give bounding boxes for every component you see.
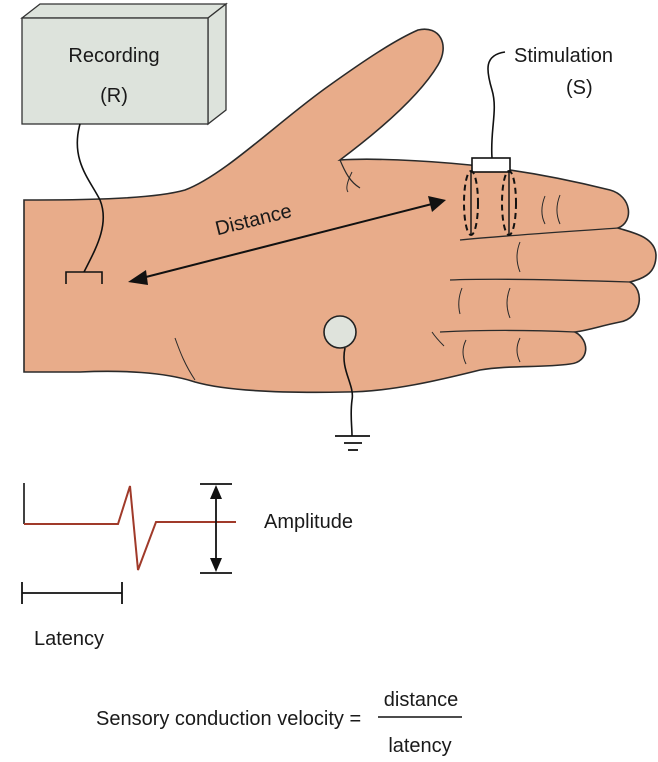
stimulation-abbr-label: (S) <box>566 77 593 99</box>
formula-denominator: latency <box>388 735 451 757</box>
formula-lhs: Sensory conduction velocity = <box>96 708 361 730</box>
ground-electrode <box>323 315 370 451</box>
latency-label: Latency <box>34 628 104 650</box>
conduction-velocity-formula: Sensory conduction velocity = distance l… <box>96 689 462 757</box>
stimulation-electrode <box>463 157 517 236</box>
stimulation-wire <box>487 51 506 159</box>
amplitude-label: Amplitude <box>264 511 353 533</box>
hand-illustration <box>23 28 657 394</box>
latency-marker <box>21 582 123 604</box>
recording-electrode <box>65 271 103 284</box>
amplitude-marker <box>200 483 232 574</box>
hand-outline <box>23 28 657 394</box>
recording-device: Recording (R) <box>20 2 228 126</box>
formula-numerator: distance <box>384 689 459 711</box>
recording-abbr-label: (R) <box>100 85 128 107</box>
recording-label: Recording <box>68 45 159 67</box>
stimulation-label: Stimulation <box>514 45 613 67</box>
distance-arrow <box>128 196 446 285</box>
sensory-waveform <box>23 483 236 571</box>
recording-wire <box>76 123 105 273</box>
